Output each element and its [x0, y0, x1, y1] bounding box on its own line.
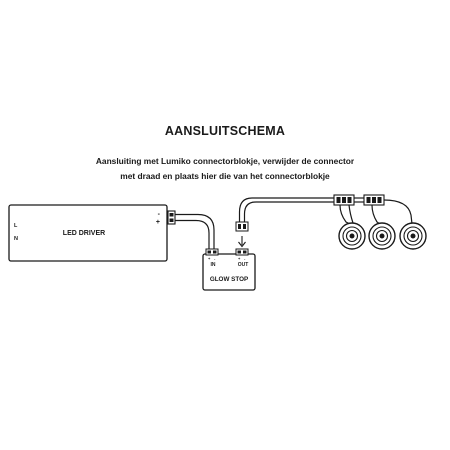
subtitle-line-1: Aansluiting met Lumiko connectorblokje, …	[95, 156, 355, 166]
connector-block-1	[333, 194, 355, 206]
led-driver-input-n: N	[14, 236, 18, 242]
glow-stop-label: GLOW STOP	[210, 276, 248, 283]
glow-stop-in-minus: -	[214, 256, 216, 261]
glow-stop-in-connector	[205, 248, 219, 256]
glow-stop-out-plus: +	[238, 256, 241, 261]
insert-arrow-icon	[238, 236, 246, 248]
connector-block-2	[363, 194, 385, 206]
driver-to-glowstop-cable	[175, 213, 215, 250]
spotlight-2	[368, 222, 396, 250]
output-cable	[238, 197, 334, 222]
diagram-subtitle: Aansluiting met Lumiko connectorblokje, …	[0, 154, 450, 184]
connector-link-cable	[354, 197, 364, 203]
glow-stop: + - + - IN OUT GLOW STOP	[202, 248, 256, 291]
glow-stop-out-label: OUT	[238, 262, 249, 268]
glow-stop-in-plus: +	[208, 256, 211, 261]
subtitle-line-2: met draad en plaats hier die van het con…	[120, 171, 330, 181]
led-driver: LED DRIVER L N - +	[8, 204, 176, 262]
glow-stop-in-label: IN	[211, 262, 216, 268]
spotlight-3	[399, 222, 427, 250]
led-driver-out-minus: -	[158, 211, 161, 218]
led-driver-output-connector	[167, 210, 176, 225]
led-driver-out-plus: +	[156, 219, 160, 226]
glow-stop-out-minus: -	[244, 256, 246, 261]
cable-plug	[235, 221, 249, 232]
led-driver-input-l: L	[14, 223, 18, 229]
spotlight-1	[338, 222, 366, 250]
diagram-title: AANSLUITSCHEMA	[164, 124, 286, 138]
glow-stop-out-connector	[235, 248, 249, 256]
led-driver-label: LED DRIVER	[63, 230, 105, 237]
spotlight-cables	[339, 199, 413, 225]
